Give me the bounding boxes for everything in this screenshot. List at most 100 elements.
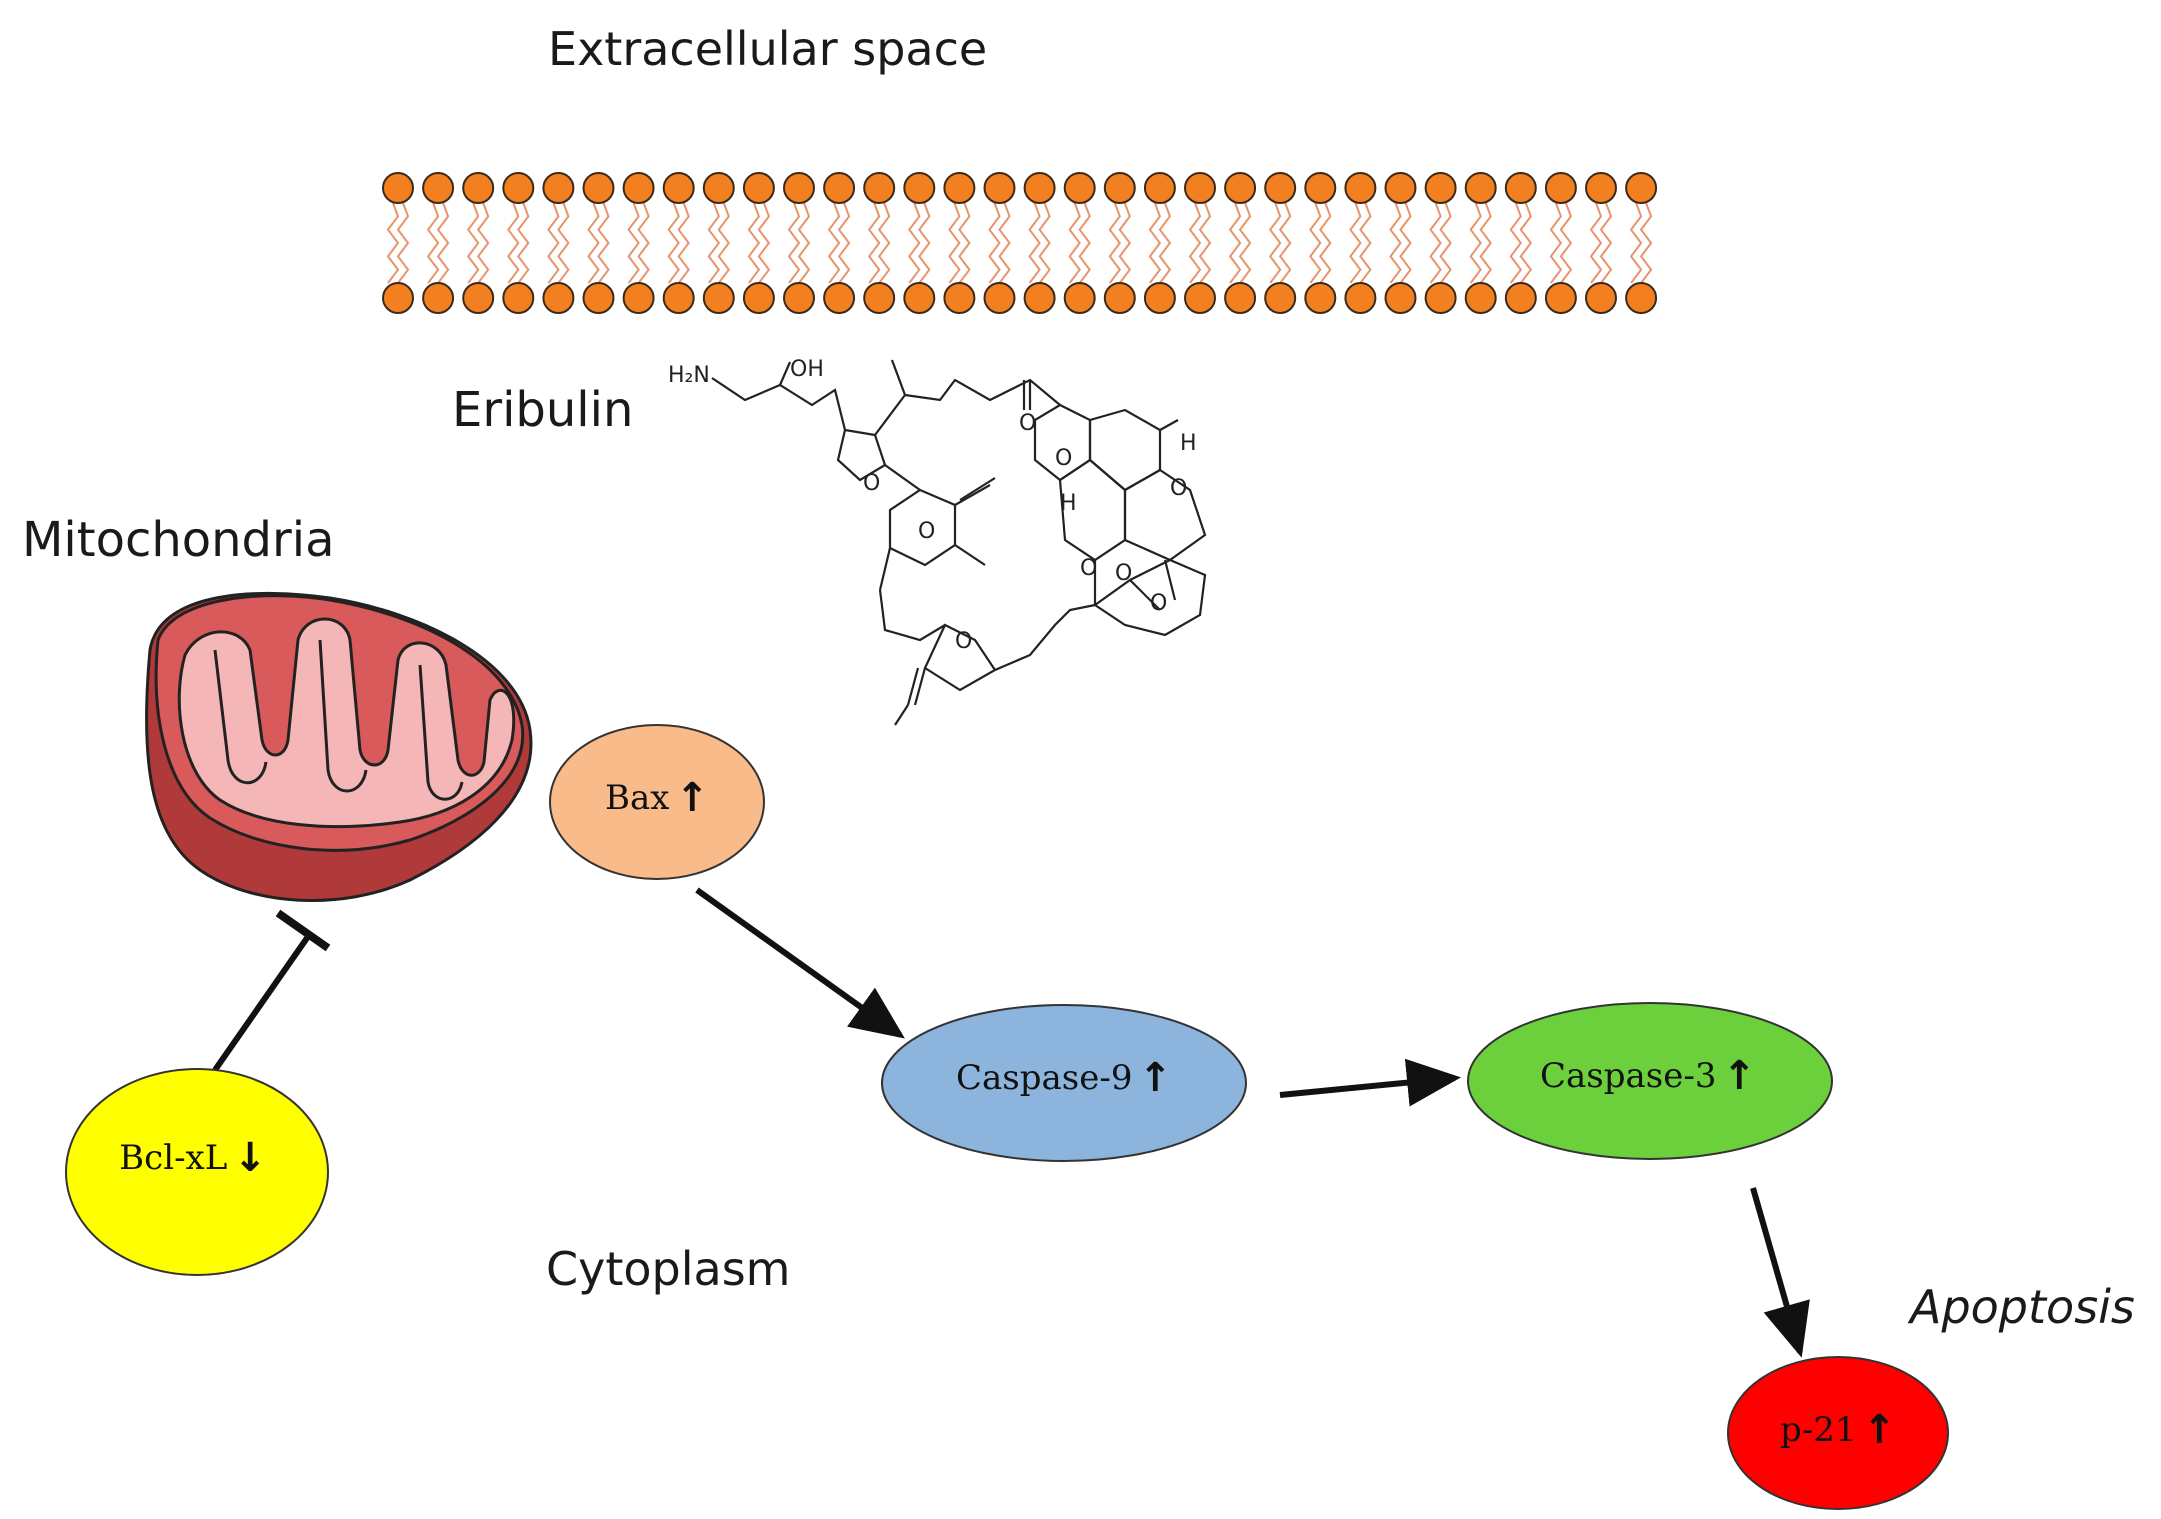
up-arrow-icon: ↑ — [675, 775, 709, 821]
lipid-head — [1063, 282, 1096, 314]
lipid-head — [1143, 172, 1176, 204]
lipid-head — [1344, 282, 1377, 314]
lipid-tail — [1639, 202, 1653, 284]
lipid-head — [1544, 282, 1577, 314]
lipid-tail — [1559, 202, 1573, 284]
atom-label-o8: O — [1115, 561, 1132, 586]
lipid-tail — [1068, 202, 1081, 284]
lipid-tail — [958, 202, 971, 284]
lipid-head — [582, 282, 615, 314]
lipid-tail — [667, 202, 680, 284]
lipid-head — [983, 172, 1016, 204]
lipid-head — [1504, 282, 1537, 314]
lipid-head — [1464, 172, 1497, 204]
lipid-tail — [1439, 202, 1452, 284]
lipid-tail — [717, 202, 731, 284]
mitochondria-label: Mitochondria — [22, 512, 335, 568]
lipid-tail — [1479, 202, 1492, 284]
lipid-head — [1184, 282, 1216, 314]
bclxl-text: Bcl-xL — [119, 1138, 228, 1178]
lipid-head — [1264, 172, 1297, 204]
atom-label-o3: O — [918, 519, 935, 544]
p21-node — [1727, 1356, 1949, 1510]
lipid-head — [542, 172, 575, 204]
atom-label-o9: O — [1150, 591, 1167, 616]
lipid-tail — [1198, 202, 1212, 284]
lipid-head — [983, 282, 1016, 314]
lipid-head — [783, 282, 815, 314]
lipid-tail — [827, 202, 841, 284]
lipid-tail — [1399, 202, 1412, 284]
lipid-tail — [547, 202, 560, 284]
lipid-head — [1103, 282, 1136, 314]
lipid-tail — [1158, 202, 1172, 284]
caspase9-node — [881, 1004, 1247, 1162]
lipid-head — [903, 282, 936, 314]
atom-label-o4: O — [955, 629, 972, 654]
lipid-tail — [747, 202, 761, 284]
lipid-head — [662, 172, 695, 204]
lipid-head — [1304, 172, 1337, 204]
lipid-tail — [396, 202, 410, 284]
lipid-tail — [426, 202, 440, 284]
lipid-tail — [867, 202, 881, 284]
extracellular-space-label: Extracellular space — [548, 22, 988, 76]
caspase3-node — [1467, 1002, 1833, 1160]
lipid-tail — [707, 202, 721, 284]
lipid-tail — [908, 202, 921, 284]
lipid-tail — [557, 202, 570, 284]
lipid-tail — [1319, 202, 1332, 284]
caspase9-text: Caspase-9 — [956, 1058, 1133, 1098]
edge-caspase9-to-caspase3 — [1279, 1058, 1461, 1107]
lipid-tail — [587, 202, 600, 284]
lipid-head — [1184, 172, 1216, 204]
lipid-head — [742, 282, 775, 314]
lipid-head — [542, 282, 575, 314]
lipid-tail — [386, 202, 400, 284]
lipid-tail — [948, 202, 961, 284]
atom-label-h1: H — [1180, 431, 1197, 456]
lipid-tail — [988, 202, 1001, 284]
p21-node-label: p-21 ↑ — [1780, 1410, 1896, 1450]
lipid-head — [422, 172, 455, 204]
lipid-head — [1264, 282, 1297, 314]
lipid-head — [422, 282, 455, 314]
lipid-tail — [476, 202, 490, 284]
lipid-head — [502, 282, 535, 314]
lipid-tail — [466, 202, 480, 284]
lipid-tail — [1228, 202, 1242, 284]
lipid-tail — [1589, 202, 1603, 284]
caspase3-text: Caspase-3 — [1540, 1056, 1717, 1096]
lipid-head — [1224, 172, 1257, 204]
lipid-head — [702, 282, 735, 314]
lipid-tail — [787, 202, 801, 284]
up-arrow-icon: ↑ — [1862, 1407, 1897, 1453]
eribulin-structure-icon — [711, 359, 1207, 726]
lipid-head — [863, 282, 896, 314]
lipid-tail — [1038, 202, 1051, 284]
lipid-tail — [1359, 202, 1372, 284]
down-arrow-icon: ↓ — [233, 1135, 267, 1181]
atom-label-o1: O — [863, 471, 880, 496]
lipid-head — [622, 282, 655, 314]
lipid-tail — [1549, 202, 1563, 284]
lipid-head — [1424, 172, 1457, 204]
lipid-tail — [627, 202, 640, 284]
edge-bax-to-caspase9 — [695, 887, 905, 1039]
lipid-head — [1384, 172, 1417, 204]
lipid-head — [462, 282, 495, 314]
lipid-head — [1585, 282, 1617, 314]
mitochondrion-icon — [145, 591, 533, 903]
lipid-tail — [1629, 202, 1643, 284]
lipid-head — [582, 172, 615, 204]
lipid-head — [1023, 172, 1056, 204]
lipid-tail — [1509, 202, 1523, 284]
atom-label-o7: O — [1080, 556, 1097, 581]
lipid-tail — [1349, 202, 1362, 284]
lipid-head — [1424, 282, 1457, 314]
edge-caspase3-to-p21 — [1750, 1187, 1810, 1358]
lipid-tail — [918, 202, 931, 284]
lipid-tail — [1599, 202, 1613, 284]
atom-label-o2: O — [1019, 411, 1036, 436]
